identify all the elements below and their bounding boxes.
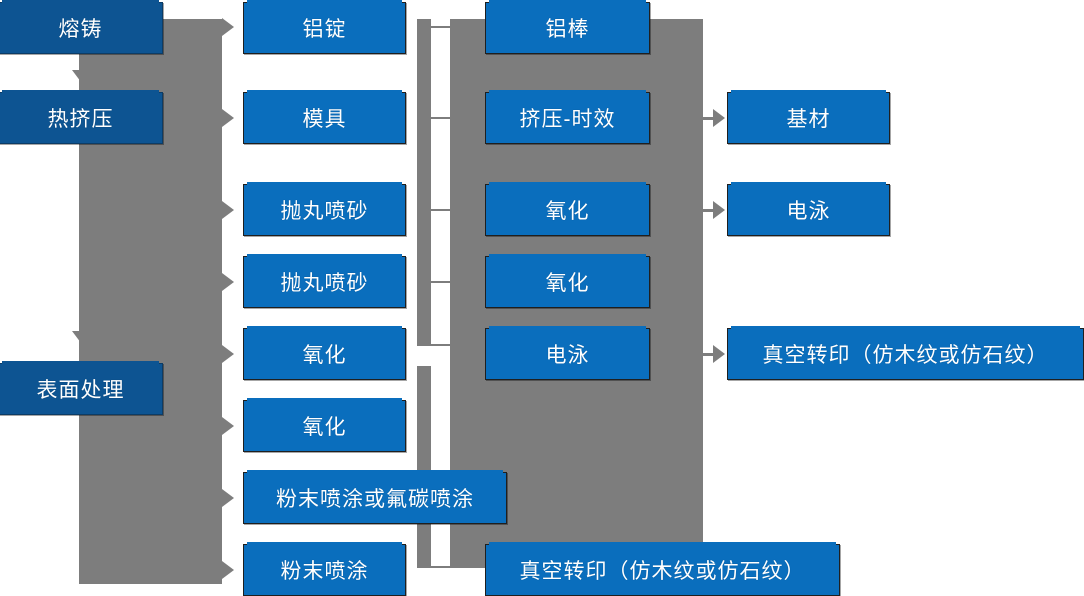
output-label-electro: 电泳 [786, 200, 831, 223]
arrow-to-p1-oxidation-a [222, 345, 234, 363]
arrow-to-out-electro [713, 201, 725, 219]
process2-box-vacuum-transfer[interactable]: 真空转印（仿木纹或仿石纹） [485, 542, 840, 596]
connector-notch-1 [431, 26, 450, 28]
connector-gap-column3-upper [431, 19, 450, 346]
process1-box-ingot[interactable]: 铝锭 [243, 0, 406, 54]
connector-gap-column3-lower [431, 366, 450, 568]
arrow-stem-out-vacuum [703, 353, 715, 356]
stage-box-surface[interactable]: 表面处理 [0, 361, 163, 415]
output-label-vacuum: 真空转印（仿木纹或仿石纹） [762, 344, 1049, 367]
stage-label-extrusion: 热挤压 [47, 108, 114, 131]
arrow-stem-out-substrate [703, 117, 715, 120]
process1-box-shotblast-a[interactable]: 抛丸喷砂 [243, 182, 406, 236]
connector-notch-4 [431, 281, 450, 283]
arrow-to-p1-shotblast-a [222, 201, 234, 219]
arrow-to-out-substrate [713, 109, 725, 127]
output-box-electro[interactable]: 电泳 [727, 182, 890, 236]
arrow-to-p1-powder [222, 561, 234, 579]
arrow-extrusion-to-surface [72, 331, 90, 343]
connector-notch-5 [431, 344, 450, 346]
connector-notch-3 [431, 209, 450, 211]
process1-box-mold[interactable]: 模具 [243, 90, 406, 144]
stage-box-extrusion[interactable]: 热挤压 [0, 90, 163, 144]
process1-box-shotblast-b[interactable]: 抛丸喷砂 [243, 254, 406, 308]
stage-label-surface: 表面处理 [36, 379, 125, 402]
process1-box-powder-fluoro[interactable]: 粉末喷涂或氟碳喷涂 [243, 470, 507, 524]
process1-label-oxidation-b: 氧化 [302, 416, 347, 439]
process2-box-bar[interactable]: 铝棒 [485, 0, 650, 54]
output-box-substrate[interactable]: 基材 [727, 90, 890, 144]
arrow-to-p1-shotblast-b [222, 273, 234, 291]
process1-label-mold: 模具 [302, 108, 347, 131]
process2-label-oxidation-b: 氧化 [545, 272, 590, 295]
stage-label-melting: 熔铸 [58, 18, 103, 41]
arrow-melting-to-extrusion [72, 70, 90, 82]
output-box-vacuum[interactable]: 真空转印（仿木纹或仿石纹） [727, 326, 1084, 380]
process1-box-powder[interactable]: 粉末喷涂 [243, 542, 406, 596]
connector-notch-6 [431, 566, 450, 568]
stage-box-melting[interactable]: 熔铸 [0, 0, 163, 54]
process2-label-bar: 铝棒 [545, 18, 590, 41]
process1-box-oxidation-b[interactable]: 氧化 [243, 398, 406, 452]
process2-label-oxidation-a: 氧化 [545, 200, 590, 223]
connector-bar-thin-lower [417, 366, 431, 568]
process1-box-oxidation-a[interactable]: 氧化 [243, 326, 406, 380]
process2-box-electrophoresis[interactable]: 电泳 [485, 326, 650, 380]
arrow-to-p1-oxidation-b [222, 417, 234, 435]
process1-label-shotblast-b: 抛丸喷砂 [280, 272, 369, 295]
arrow-to-out-vacuum [713, 345, 725, 363]
arrow-to-p1-powder-fluoro [222, 489, 234, 507]
output-label-substrate: 基材 [786, 108, 831, 131]
arrow-stem-out-electro [703, 209, 715, 212]
process2-box-oxidation-b[interactable]: 氧化 [485, 254, 650, 308]
connector-stub-surface [163, 389, 185, 392]
process2-box-oxidation-a[interactable]: 氧化 [485, 182, 650, 236]
process1-label-powder-fluoro: 粉末喷涂或氟碳喷涂 [276, 488, 474, 511]
process2-label-extrude-age: 挤压-时效 [519, 108, 616, 131]
process1-label-oxidation-a: 氧化 [302, 344, 347, 367]
process1-label-shotblast-a: 抛丸喷砂 [280, 200, 369, 223]
process2-box-extrude-age[interactable]: 挤压-时效 [485, 90, 650, 144]
connector-notch-2 [431, 117, 450, 119]
process2-label-electrophoresis: 电泳 [545, 344, 590, 367]
connector-bar-thin-upper [417, 19, 431, 346]
process1-label-powder: 粉末喷涂 [280, 560, 369, 583]
process1-label-ingot: 铝锭 [302, 18, 347, 41]
arrow-to-p1-mold [222, 109, 234, 127]
arrow-to-p1-ingot [222, 18, 234, 36]
process2-label-vacuum-transfer: 真空转印（仿木纹或仿石纹） [519, 560, 806, 583]
